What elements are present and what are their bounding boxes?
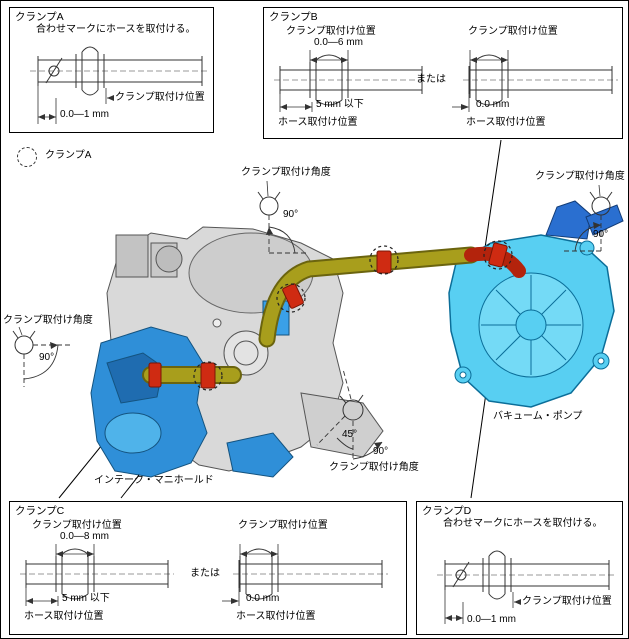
clamp-b-hose-diagram (274, 50, 618, 112)
dimension-lines (37, 86, 114, 124)
clamp-a-dimension: 0.0—1 mm (60, 109, 109, 120)
clamp-c-right-offset: 0.0 mm (246, 593, 280, 604)
angle-bottom-value-90: 90° (373, 446, 389, 457)
clamp-symbol (75, 46, 105, 96)
clamp-c-title: クランプC (15, 505, 65, 517)
clamp-c-or-label: または (190, 568, 220, 579)
clamp-d-position-label: クランプ取付け位置 (522, 596, 612, 607)
clamp-a-title: クランプA (15, 11, 64, 23)
clamp-b-left-range: 0.0—6 mm (314, 37, 363, 48)
dimension-lines (25, 544, 95, 606)
clamp-a-legend-marker (17, 147, 37, 167)
clamp-c-left-hose-label: ホース取付け位置 (24, 611, 104, 622)
clamp-d-dimension: 0.0—1 mm (467, 614, 516, 625)
angle-bottom-label: クランプ取付け角度 (329, 462, 419, 473)
clamp-c-right-hose-label: ホース取付け位置 (236, 611, 316, 622)
clamp-c-left-offset: 5 mm 以下 (62, 593, 110, 604)
clamp-a-hose-diagram (30, 46, 208, 124)
alignment-mark (452, 561, 470, 588)
dimension-lines (279, 50, 349, 112)
angle-right-value: 90° (593, 229, 609, 240)
clamp-d-note: 合わせマークにホースを取付ける。 (443, 518, 603, 529)
clamp-b-right-offset: 0.0 mm (476, 99, 510, 110)
clamp-b-title: クランプB (269, 11, 318, 23)
hoses (142, 246, 526, 384)
clamp-a-panel: クランプA 合わせマークにホースを取付ける。 (9, 7, 214, 133)
angle-top-value: 90° (283, 209, 299, 220)
clamp-b-left-offset: 5 mm 以下 (316, 99, 364, 110)
clamp-a-note: 合わせマークにホースを取付ける。 (36, 24, 196, 35)
vacuum-pump (448, 200, 624, 408)
hose-clamps (148, 242, 508, 389)
clamp-c-hose-diagram (20, 544, 388, 606)
angle-left-value: 90° (39, 352, 55, 363)
intake-manifold-label: インテーク・マニホールド (94, 475, 214, 486)
clamp-c-left-range: 0.0—8 mm (60, 531, 109, 542)
clamp-d-title: クランプD (422, 505, 472, 517)
dimension-lines (222, 544, 279, 606)
clamp-symbol (309, 54, 349, 106)
clamp-symbol (55, 548, 95, 600)
clamp-b-right-position-label: クランプ取付け位置 (468, 26, 558, 37)
engine-illustration (12, 139, 624, 499)
clamp-c-panel: クランプC (9, 501, 407, 635)
clamp-d-panel: クランプD 合わせマークにホースを取付ける。 (416, 501, 623, 635)
clamp-c-left-position-label: クランプ取付け位置 (32, 520, 122, 531)
angle-left-label: クランプ取付け角度 (3, 315, 93, 326)
angle-top-label: クランプ取付け角度 (241, 167, 331, 178)
angle-indicator-right (563, 184, 613, 252)
clamp-d-hose-diagram (437, 550, 615, 624)
alignment-mark (45, 57, 63, 84)
clamp-b-left-position-label: クランプ取付け位置 (286, 26, 376, 37)
clamp-b-left-hose-label: ホース取付け位置 (278, 117, 358, 128)
clamp-position-markers (193, 240, 513, 391)
angle-bottom-value-45: 45° (342, 429, 358, 440)
clamp-b-right-hose-label: ホース取付け位置 (466, 117, 546, 128)
clamp-b-or-label: または (416, 74, 446, 85)
clamp-c-right-position-label: クランプ取付け位置 (238, 520, 328, 531)
angle-indicator-bottom (316, 368, 383, 460)
dimension-lines (444, 590, 521, 624)
dimension-lines (452, 50, 509, 112)
vacuum-pump-label: バキューム・ポンプ (493, 411, 583, 422)
angle-indicator-top (257, 180, 307, 254)
clamp-symbol (239, 548, 279, 600)
clamp-b-panel: クランプB (263, 7, 623, 139)
clamp-a-position-label: クランプ取付け位置 (115, 92, 205, 103)
clamp-a-legend-label: クランプA (45, 150, 92, 161)
angle-indicator-left (12, 326, 73, 387)
clamp-symbol (469, 54, 509, 106)
clamp-symbol (482, 550, 512, 600)
angle-right-label: クランプ取付け角度 (535, 171, 625, 182)
